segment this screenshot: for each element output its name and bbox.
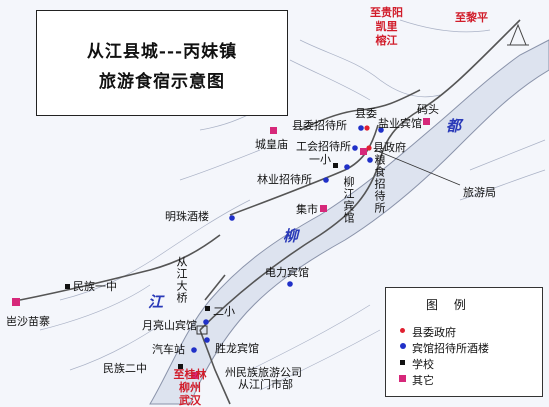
label-yanye-binguan: 盐业宾馆 xyxy=(378,117,422,130)
road-south xyxy=(199,329,231,405)
pink-square-icon xyxy=(399,375,406,382)
label-xianzhengfu: 县政府 xyxy=(373,141,406,154)
minzu-yizhong-marker xyxy=(65,284,70,289)
label-yi-xiao: 一小 xyxy=(309,153,331,166)
chenghuangmiao-marker xyxy=(270,127,277,134)
dianli-binguan-marker xyxy=(287,281,293,287)
label-shenglong-binguan: 胜龙宾馆 xyxy=(215,342,259,355)
blue-dot-icon xyxy=(400,343,406,349)
zhou-minzu-marker xyxy=(192,372,199,379)
label-congjiang-daqiao: 从江大桥 xyxy=(175,256,188,304)
linye-zhaodaisuo-marker xyxy=(323,177,329,183)
direction-guilin: 至桂林 柳州 武汉 xyxy=(173,368,207,407)
direction-guiyang: 至贵阳 凯里 榕江 xyxy=(370,6,403,47)
label-congjiang-menshibu: 从江门市部 xyxy=(238,378,293,391)
minzu-erzhong-marker xyxy=(178,364,183,369)
qichezhan-marker xyxy=(191,347,197,353)
liangshi-zhaodaisuo-marker xyxy=(367,157,373,163)
xianwei-marker xyxy=(364,125,370,131)
label-gonghui-zhaodaisuo: 工会招待所 xyxy=(296,140,351,153)
red-dot-icon xyxy=(400,328,405,333)
xianzhengfu-marker xyxy=(366,145,372,151)
basha-marker xyxy=(12,298,20,306)
jishi-marker xyxy=(320,205,327,212)
gonghui-zhaodaisuo-marker xyxy=(352,145,358,151)
road-town xyxy=(229,124,379,216)
mingzhu-jiulou-marker xyxy=(229,215,235,221)
yanye-binguan-marker xyxy=(378,127,384,133)
liujiang-binguan-marker xyxy=(344,164,350,170)
yi-xiao-marker xyxy=(333,163,338,168)
label-matou: 码头 xyxy=(417,103,439,116)
label-dianli-binguan: 电力宾馆 xyxy=(265,266,309,279)
legend-item-school: 学校 xyxy=(398,356,434,372)
label-xianwei: 县委 xyxy=(355,107,377,120)
bridge xyxy=(204,274,226,301)
label-lvyouju: 旅游局 xyxy=(463,186,496,199)
label-jishi: 集市 xyxy=(296,203,318,216)
legend: 图 例 县委政府 宾馆招待所酒楼 学校 其它 xyxy=(385,287,543,397)
map-subtitle: 旅游食宿示意图 xyxy=(99,72,225,92)
label-yueliangshan-binguan: 月亮山宾馆 xyxy=(142,319,197,332)
legend-item-hotel: 宾馆招待所酒楼 xyxy=(398,340,489,356)
label-liangshi-zhaodaisuo: 粮食招待所 xyxy=(373,154,386,214)
river-label-liu: 柳 xyxy=(283,227,299,245)
legend-title: 图 例 xyxy=(426,298,472,312)
label-zhou-minzu-lvyou: 州民族旅游公司 xyxy=(225,366,302,379)
label-chenghuangmiao: 城皇庙 xyxy=(255,138,288,151)
river-label-jiang: 江 xyxy=(148,293,164,311)
label-qichezhan: 汽车站 xyxy=(152,343,185,356)
map-title: 从江县城---丙妹镇 xyxy=(86,42,238,62)
river xyxy=(149,39,549,405)
river-label-du: 都 xyxy=(446,117,462,135)
label-linye-zhaodaisuo: 林业招待所 xyxy=(257,173,312,186)
er-xiao-marker xyxy=(205,306,210,311)
label-minzu-erzhong: 民族二中 xyxy=(103,362,147,375)
main-road xyxy=(199,19,521,331)
legend-item-other: 其它 xyxy=(398,372,434,388)
black-square-icon xyxy=(400,360,405,365)
road-north xyxy=(299,89,421,131)
label-basha-miaozhai: 岜沙苗寨 xyxy=(6,315,50,328)
label-mingzhu-jiulou: 明珠酒楼 xyxy=(165,210,209,223)
matou-marker xyxy=(423,118,430,125)
pagoda-icon xyxy=(507,23,529,46)
road-west xyxy=(19,234,221,301)
direction-liping: 至黎平 xyxy=(455,11,488,24)
label-er-xiao: 二小 xyxy=(213,305,235,318)
xianwei-zhaodaisuo-marker xyxy=(358,125,364,131)
label-liujiang-binguan: 柳江宾馆 xyxy=(342,176,355,224)
legend-item-gov: 县委政府 xyxy=(398,324,456,340)
label-minzu-yizhong: 民族一中 xyxy=(73,280,117,293)
lvyouju-marker xyxy=(360,148,367,155)
title-box: 从江县城---丙妹镇 旅游食宿示意图 xyxy=(36,10,288,116)
yueliangshan-binguan-marker xyxy=(203,319,209,325)
shenglong-binguan-marker xyxy=(204,337,210,343)
label-xianwei-zhaodaisuo: 县委招待所 xyxy=(292,119,347,132)
